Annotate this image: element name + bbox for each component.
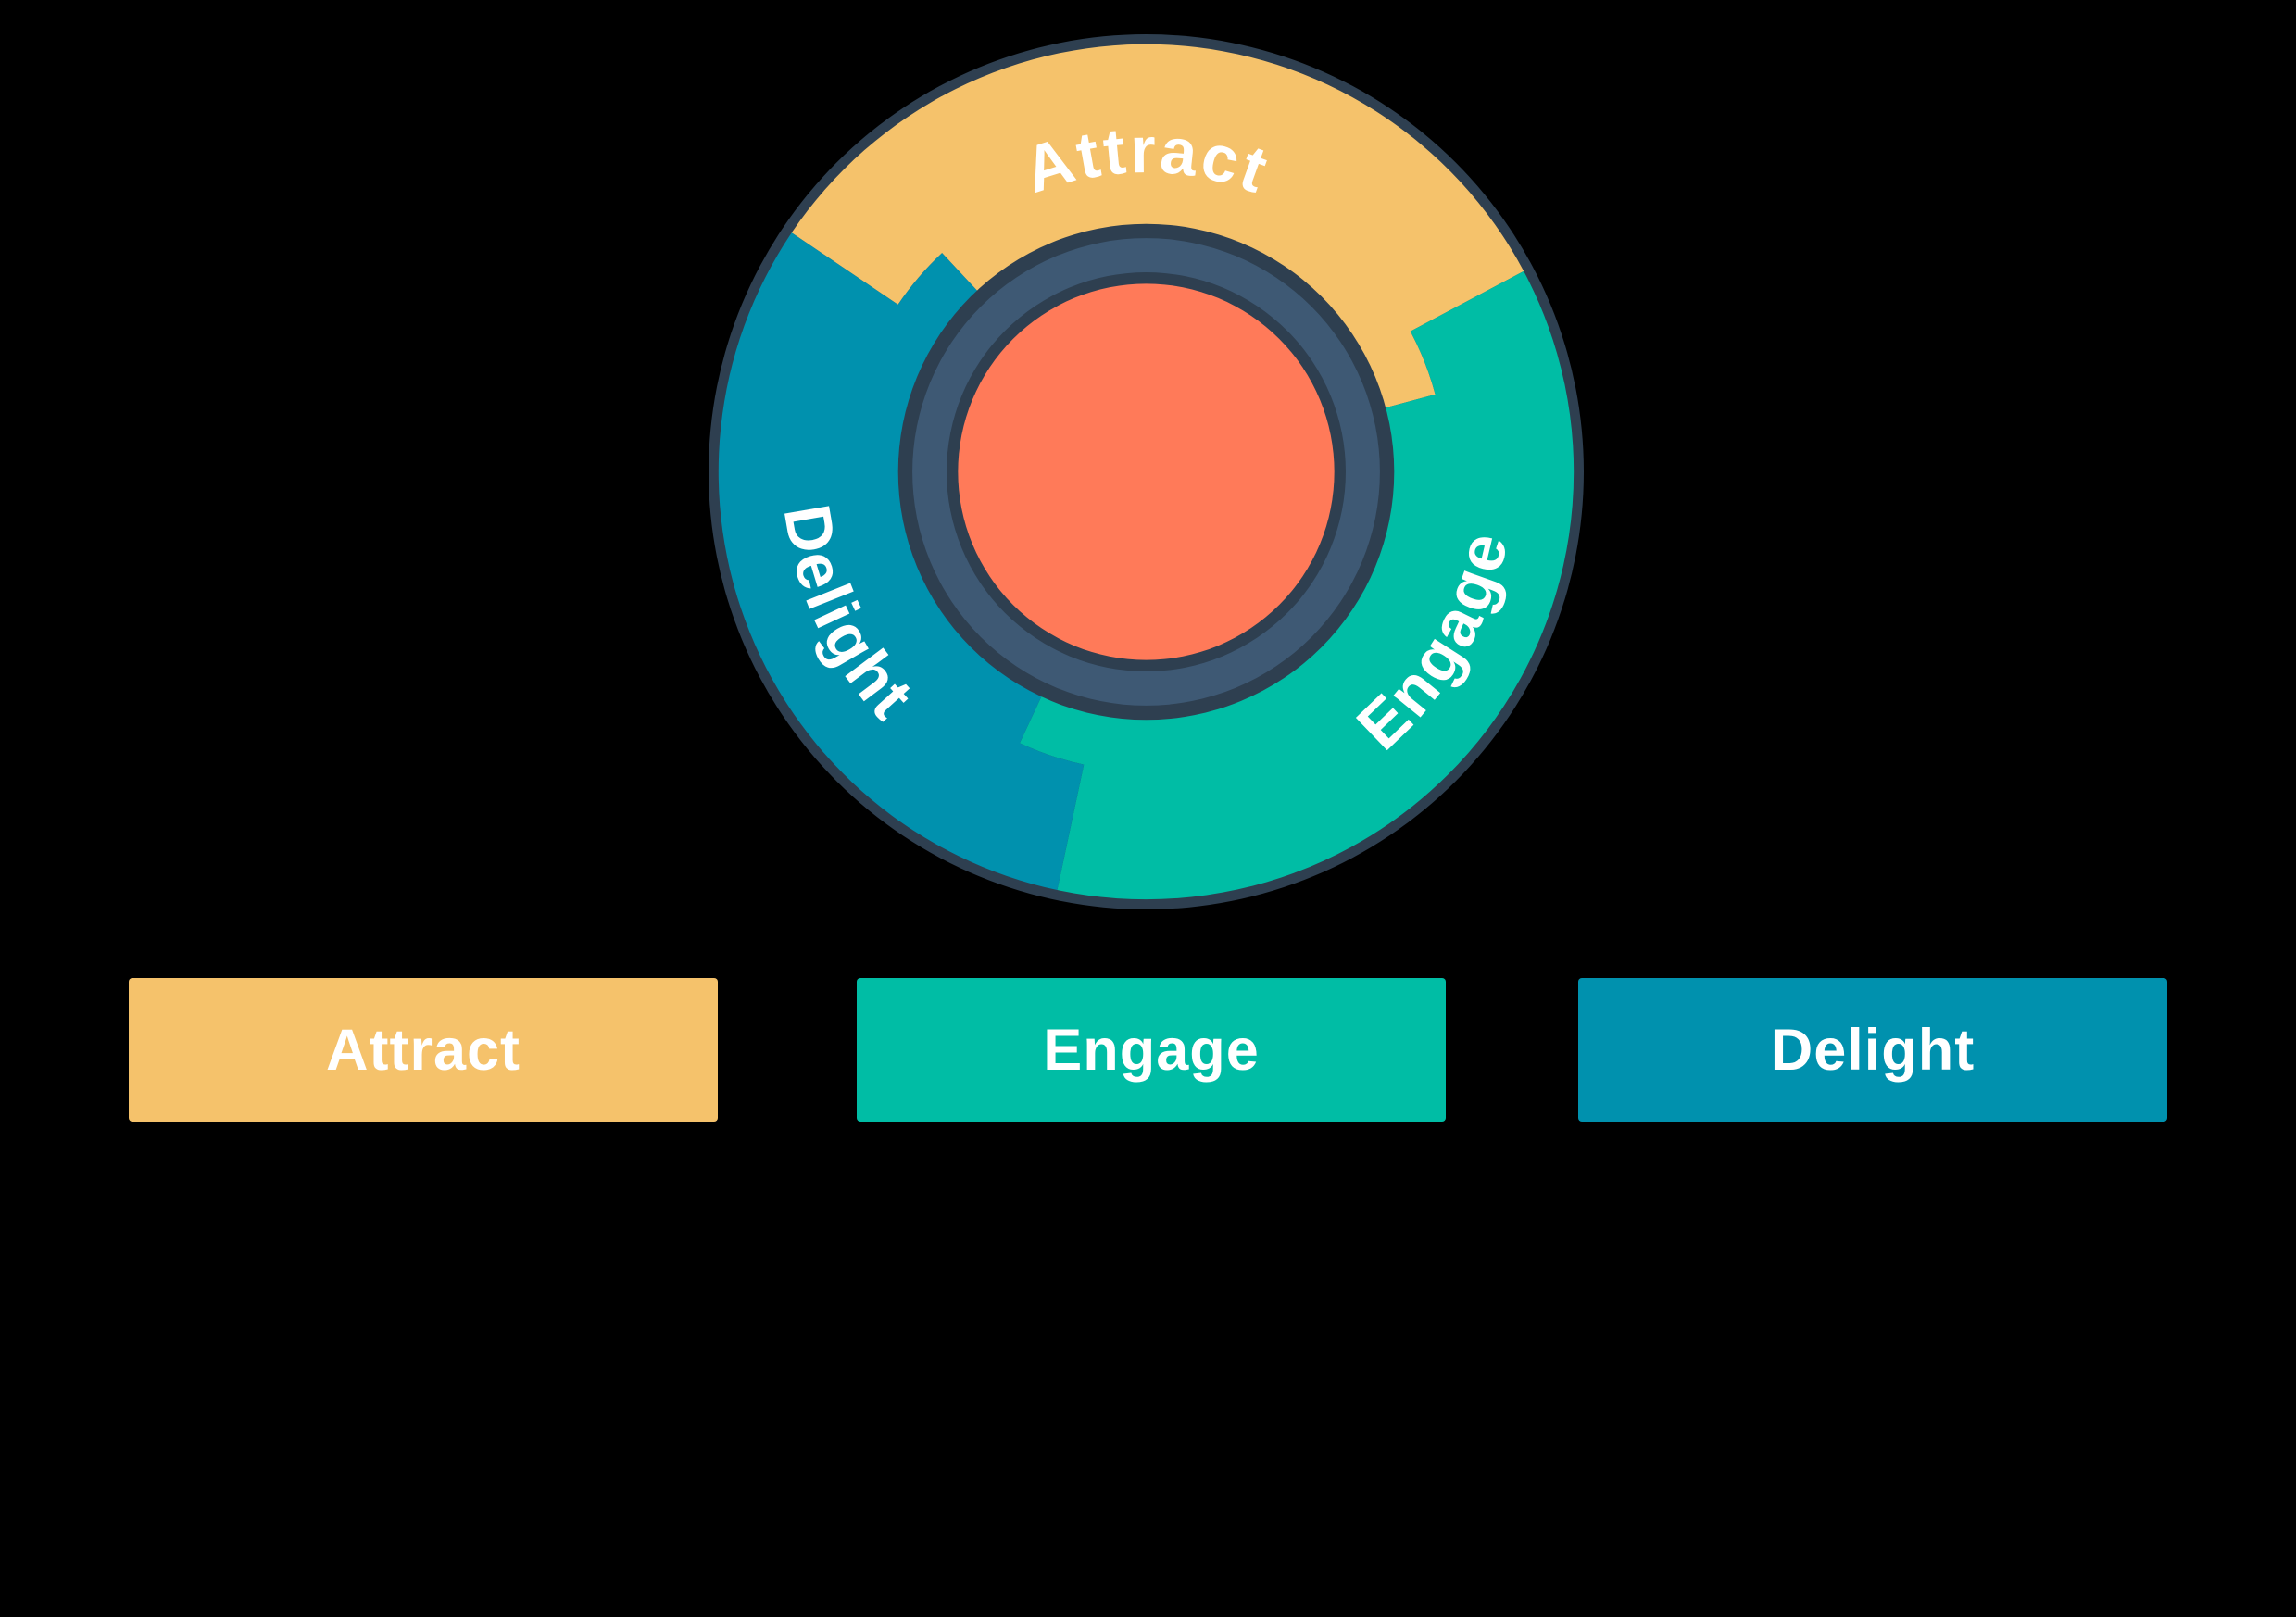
legend-label-engage: Engage	[1043, 1017, 1260, 1083]
legend-row: Attract Engage Delight	[0, 978, 2296, 1122]
legend-item-attract: Attract	[129, 978, 718, 1122]
legend-label-delight: Delight	[1770, 1017, 1976, 1083]
flywheel-svg: Attract Engage Delight	[709, 34, 1584, 909]
flywheel-diagram: Attract Engage Delight	[690, 16, 1602, 928]
flywheel-segment-delight	[718, 232, 1085, 891]
flywheel-center-hub	[958, 283, 1335, 660]
legend-item-delight: Delight	[1578, 978, 2167, 1122]
legend-item-engage: Engage	[857, 978, 1446, 1122]
legend-label-attract: Attract	[325, 1017, 521, 1083]
